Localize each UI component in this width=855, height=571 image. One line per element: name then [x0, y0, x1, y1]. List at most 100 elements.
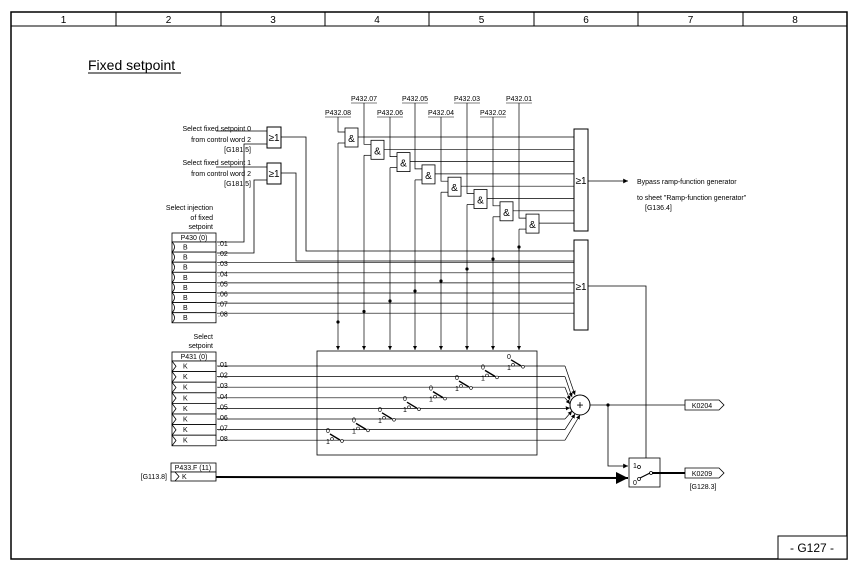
svg-text:0: 0: [633, 480, 637, 487]
svg-text:K: K: [182, 474, 187, 481]
svg-text:K: K: [183, 385, 188, 392]
param-label: P432.02: [480, 110, 506, 117]
svg-text:1: 1: [378, 418, 382, 425]
svg-text:.07: .07: [218, 426, 228, 433]
junction-dot: [388, 299, 392, 303]
svg-text:Select injection: Select injection: [166, 205, 213, 212]
svg-text:1: 1: [481, 375, 485, 382]
svg-text:B: B: [183, 285, 188, 292]
param-label: P432.07: [351, 96, 377, 103]
p433-param-block[interactable]: P433.F (11) K [G113.8]: [141, 462, 217, 482]
junction-dot: [491, 257, 495, 261]
switch-contact-5: 01: [403, 396, 421, 414]
svg-text:from control word 2: from control word 2: [191, 171, 251, 178]
switch-contact-8: 01: [326, 428, 344, 446]
or-gate-2: ≥1: [266, 162, 282, 185]
svg-text:+: +: [576, 398, 583, 412]
svg-text:1: 1: [352, 428, 356, 435]
switch-contact-7: 01: [352, 417, 370, 435]
svg-text:1: 1: [633, 463, 637, 470]
svg-text:&: &: [400, 159, 407, 170]
svg-text:.05: .05: [218, 404, 228, 411]
svg-text:K: K: [183, 406, 188, 413]
svg-text:[G136.4]: [G136.4]: [645, 205, 672, 212]
svg-text:1: 1: [455, 386, 459, 393]
switch-contact-1: 01: [507, 354, 525, 372]
junction-dot: [439, 279, 443, 283]
svg-text:setpoint: setpoint: [188, 224, 213, 231]
or-gate-injection: ≥1: [573, 239, 589, 331]
svg-text:B: B: [183, 275, 188, 282]
and-gate-p432-08: P432.08&: [325, 110, 574, 148]
param-label: P432.01: [506, 96, 532, 103]
svg-text:0: 0: [481, 364, 485, 371]
switch-contact-4: 01: [429, 386, 447, 404]
svg-text:K: K: [183, 374, 188, 381]
svg-text:.08: .08: [218, 312, 228, 319]
page-title: Fixed setpoint: [88, 57, 175, 73]
svg-text:K: K: [183, 427, 188, 434]
switch-matrix-box: [316, 350, 538, 456]
svg-text:≥1: ≥1: [268, 169, 279, 180]
svg-text:.03: .03: [218, 261, 228, 268]
switch-contact-3: 01: [455, 375, 473, 393]
b-input-8[interactable]: B.08: [171, 312, 228, 324]
svg-text:Select fixed setpoint 1: Select fixed setpoint 1: [183, 160, 252, 167]
svg-text:&: &: [425, 171, 432, 182]
svg-text:[G181.5]: [G181.5]: [224, 181, 251, 188]
svg-text:0: 0: [403, 396, 407, 403]
svg-text:K: K: [183, 417, 188, 424]
svg-text:&: &: [451, 183, 458, 194]
svg-text:&: &: [348, 134, 355, 145]
svg-text:[G181.5]: [G181.5]: [224, 147, 251, 154]
and-gate-p432-01: P432.01 &: [506, 96, 574, 234]
svg-text:K0209: K0209: [692, 471, 712, 478]
summing-junction: +: [569, 394, 591, 416]
column-header-6: 6: [533, 12, 589, 26]
svg-text:0: 0: [429, 386, 433, 393]
sheet-id: - G127 -: [790, 541, 834, 555]
svg-text:K: K: [183, 395, 188, 402]
param-label: P432.06: [377, 110, 403, 117]
svg-text:.01: .01: [218, 241, 228, 248]
p430-param-block[interactable]: P430 (0): [171, 232, 217, 243]
or-gate-bypass: ≥1: [573, 128, 589, 232]
svg-text:2: 2: [166, 15, 172, 26]
junction-dot: [465, 267, 469, 271]
svg-text:&: &: [503, 208, 510, 219]
select-fsp1-label: Select fixed setpoint 1 from control wor…: [183, 160, 252, 188]
svg-text:0: 0: [326, 428, 330, 435]
svg-text:0: 0: [455, 375, 459, 382]
k-input-8[interactable]: K.08: [171, 434, 228, 447]
p431-param-block[interactable]: P431 (0): [171, 351, 217, 362]
column-header-8: 8: [742, 12, 798, 26]
svg-text:P433.F (11): P433.F (11): [175, 465, 211, 472]
k0209-output-connector[interactable]: K0209 [G128.3]: [684, 467, 725, 491]
svg-text:&: &: [374, 146, 381, 157]
svg-text:P431 (0): P431 (0): [181, 354, 208, 361]
column-header-4: 4: [324, 12, 380, 26]
svg-text:4: 4: [374, 15, 380, 26]
svg-text:P430 (0): P430 (0): [181, 235, 208, 242]
column-header-2: 2: [115, 12, 172, 26]
svg-text:B: B: [183, 295, 188, 302]
junction-dot: [336, 320, 340, 324]
column-header-3: 3: [220, 12, 276, 26]
and-gate-p432-03: P432.03 &: [454, 96, 574, 209]
svg-text:8: 8: [792, 15, 798, 26]
svg-text:Bypass ramp-function generator: Bypass ramp-function generator: [637, 179, 737, 186]
select-fsp0-label: Select fixed setpoint 0 from control wor…: [183, 126, 252, 154]
k0204-output-connector[interactable]: K0204: [684, 399, 725, 411]
svg-text:to sheet "Ramp-function genera: to sheet "Ramp-function generator": [637, 195, 747, 202]
svg-text:[G113.8]: [G113.8]: [141, 474, 167, 481]
svg-text:.02: .02: [218, 251, 228, 258]
svg-text:K: K: [183, 364, 188, 371]
svg-text:B: B: [183, 305, 188, 312]
svg-text:3: 3: [270, 15, 276, 26]
param-label: P432.03: [454, 96, 480, 103]
svg-text:5: 5: [479, 15, 485, 26]
svg-text:1: 1: [403, 407, 407, 414]
svg-text:≥1: ≥1: [575, 176, 586, 187]
